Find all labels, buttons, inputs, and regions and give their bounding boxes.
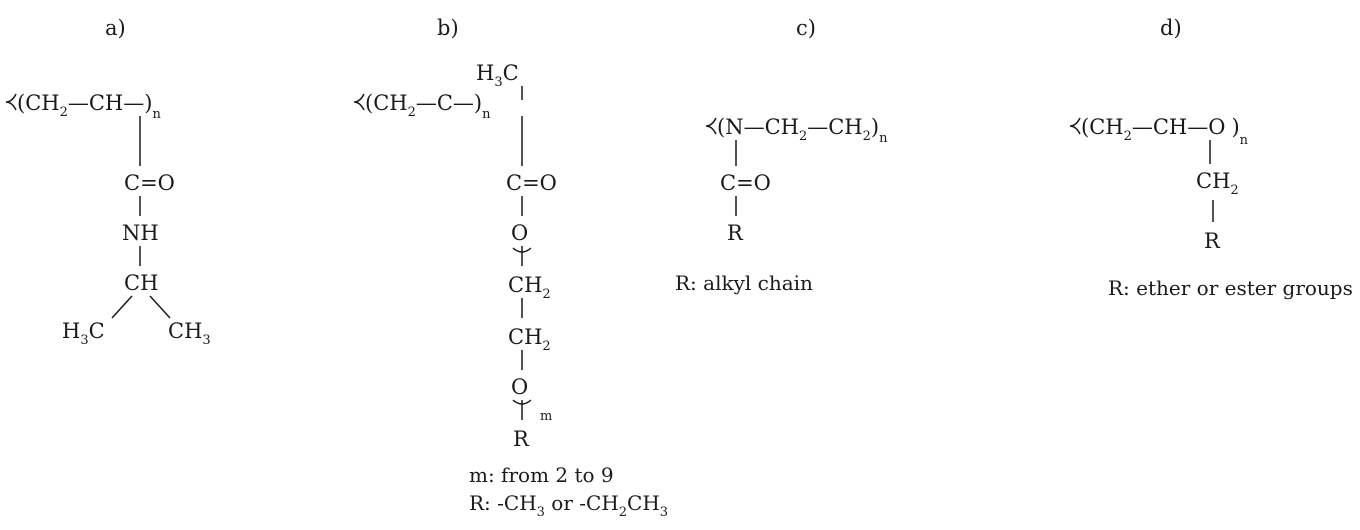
panel-a-carbonyl: C=O [124, 171, 175, 195]
panel-c-label: c) [796, 16, 816, 40]
panel-a: a) (CH2—CH—)n C=O NH CH H3C CH3 [5, 16, 211, 348]
panel-a-backbone: (CH2—CH—)n [17, 91, 161, 122]
panel-b-methyl-top: H3C [476, 61, 519, 90]
panel-a-left-bracket [5, 93, 17, 111]
panel-d-methylene: CH2 [1196, 169, 1239, 198]
panel-d-substituent: R [1204, 229, 1221, 253]
panel-c-backbone: (N—CH2—CH2)n [717, 115, 888, 146]
panel-b-note-m: m: from 2 to 9 [469, 463, 614, 487]
panel-a-bond-4 [111, 295, 133, 319]
panel-d-backbone: (CH2—CH—O)n [1081, 115, 1249, 148]
panel-c-note-r: R: alkyl chain [675, 271, 813, 295]
panel-a-amine: NH [122, 221, 159, 245]
panel-b-backbone: (CH2—C—)n [365, 91, 491, 122]
panel-d-label: d) [1160, 16, 1182, 40]
panel-b-label: b) [437, 16, 459, 40]
panel-b-methylene-1: CH2 [508, 273, 551, 302]
panel-b-note-r: R: -CH3 or -CH2CH3 [469, 491, 668, 520]
panel-d-note-r: R: ether or ester groups [1108, 276, 1353, 300]
panel-a-methyl-right: CH3 [168, 319, 211, 348]
panel-b-carbonyl: C=O [506, 171, 557, 195]
panel-a-label: a) [105, 16, 126, 40]
panel-b-left-bracket [353, 93, 365, 111]
panel-a-methyl-left: H3C [62, 319, 105, 348]
panel-c: c) (N—CH2—CH2)n C=O R R: alkyl chain [675, 16, 888, 295]
panel-c-left-bracket [705, 117, 717, 135]
panel-b-repeat-index: m [540, 409, 552, 424]
panel-b-end-group: R [513, 427, 530, 451]
panel-c-alkyl-group: R [727, 221, 744, 245]
panel-b-methylene-2: CH2 [508, 325, 551, 354]
panel-d-left-bracket [1069, 117, 1081, 135]
panel-c-carbonyl: C=O [720, 171, 771, 195]
panel-b-ether-oxygen: O [511, 375, 528, 399]
panel-d: d) (CH2—CH—O)n CH2 R R: ether or ester g… [1069, 16, 1353, 300]
panel-b-ester-oxygen: O [511, 221, 528, 245]
panel-a-bond-5 [149, 295, 171, 319]
panel-b: b) H3C (CH2—C—)n C=O O CH2 CH2 O m R m: … [353, 16, 668, 520]
panel-a-methine: CH [124, 271, 158, 295]
